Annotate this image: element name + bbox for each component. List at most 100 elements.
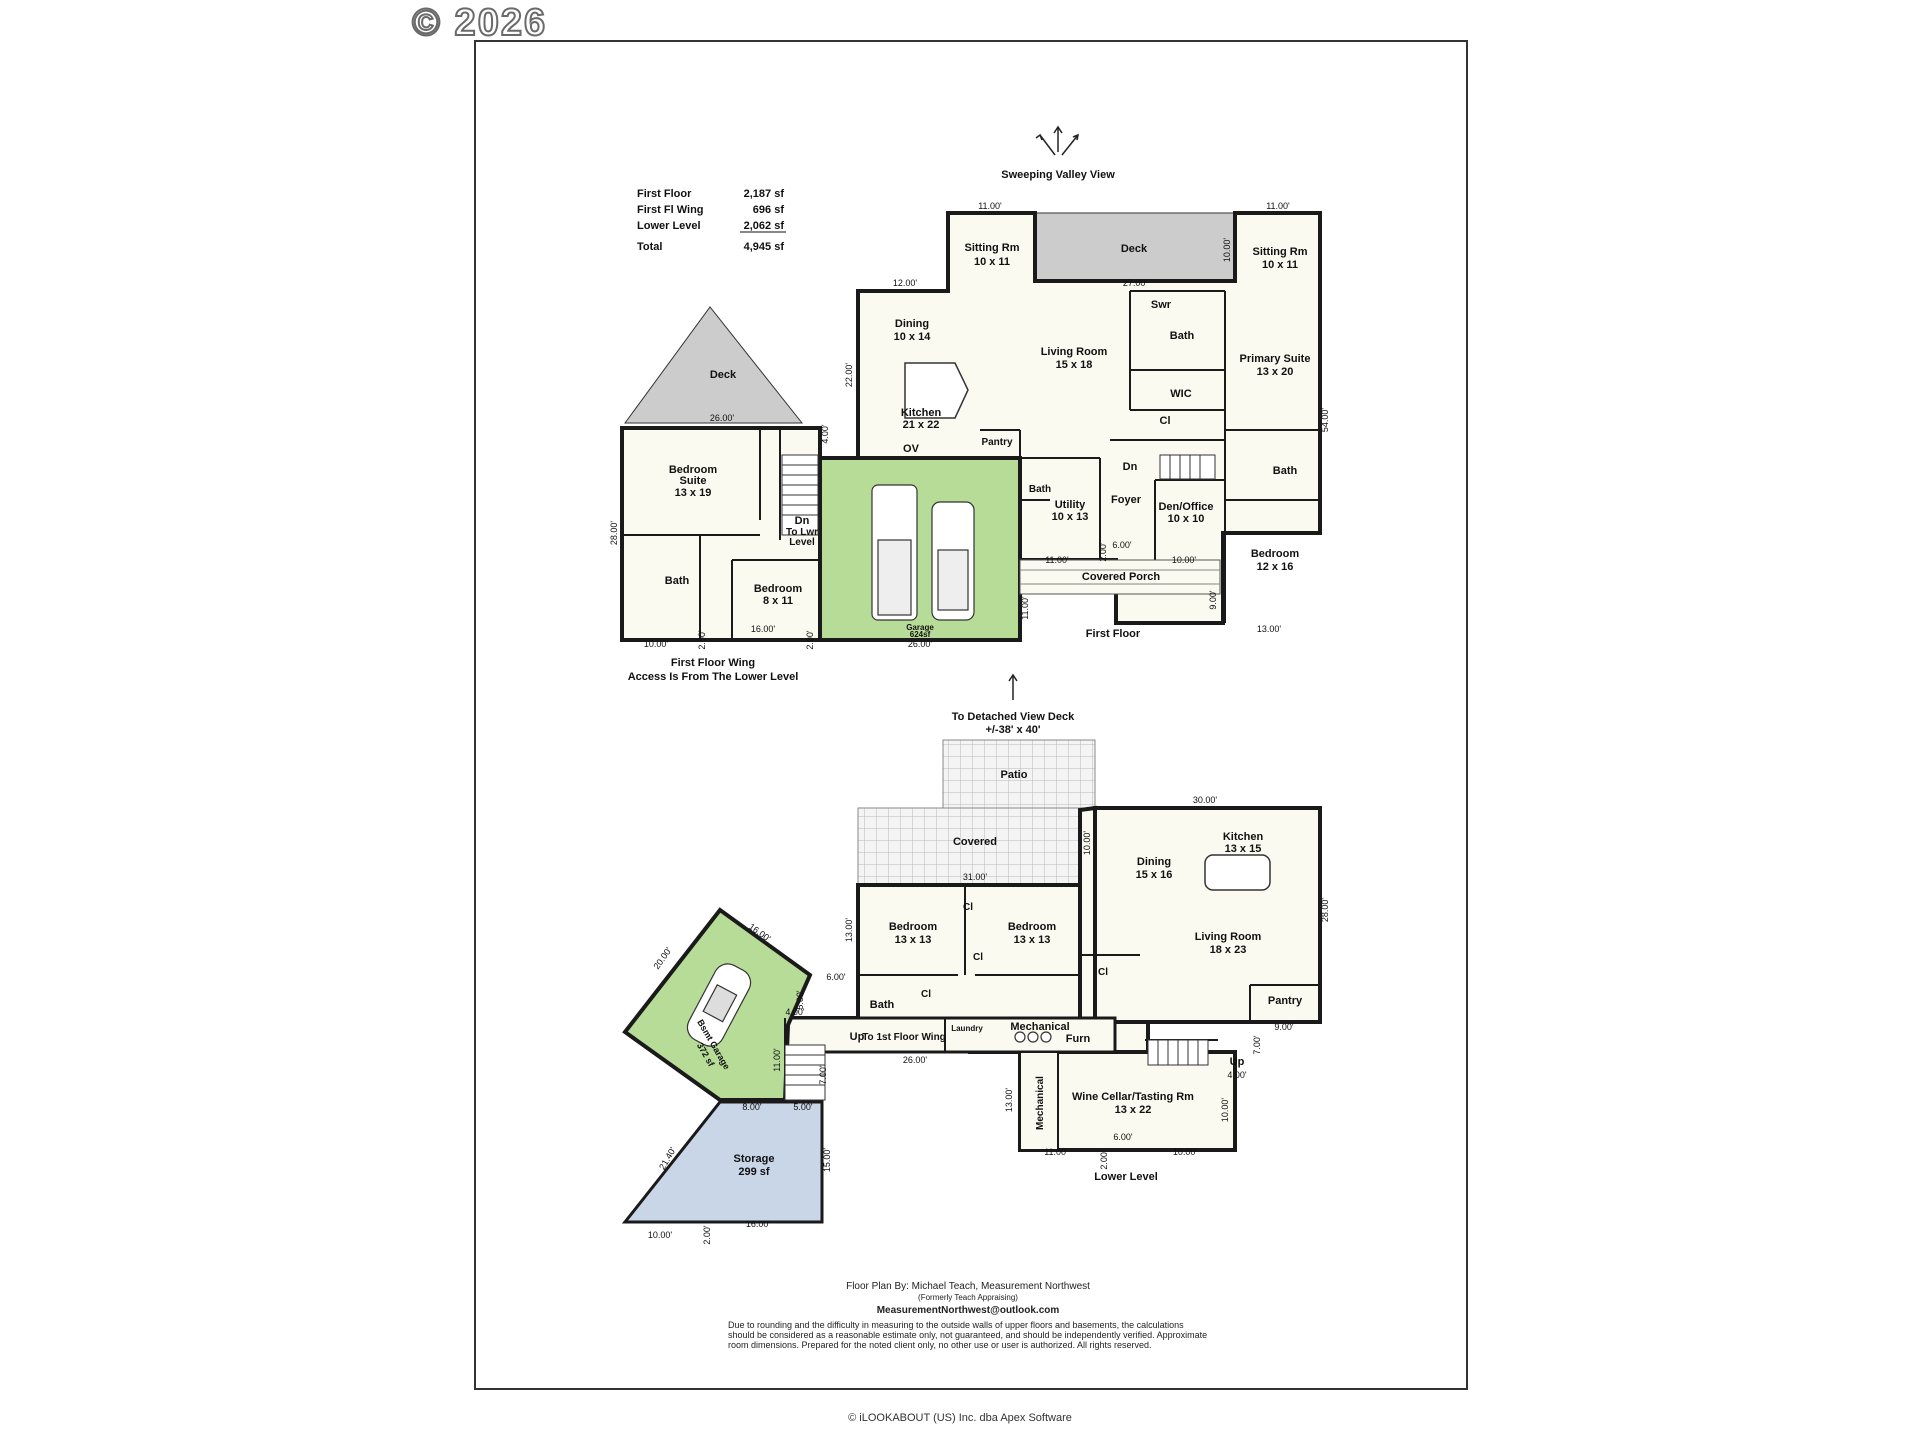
room-dimension: 13 x 13 <box>1014 934 1051 946</box>
dimension: 15.00' <box>822 1148 832 1173</box>
dimension: 26.00' <box>903 1055 928 1065</box>
room-label: Cl <box>1160 415 1171 427</box>
room-label: Wine Cellar/Tasting Rm <box>1072 1091 1194 1103</box>
stairs-label: To 1st Floor Wing <box>862 1032 946 1043</box>
dimension: 20.00' <box>651 945 673 971</box>
lower-living-area <box>1093 806 1322 1024</box>
room-label: OV <box>903 443 920 455</box>
dimension: 2.00' <box>1099 1150 1109 1170</box>
room-label: Swr <box>1151 299 1172 311</box>
room-label: Foyer <box>1111 494 1142 506</box>
dimension: 11.00' <box>1266 201 1290 211</box>
lower-level-plan: Patio Covered Dining 15 x 16 Kitchen 13 … <box>621 739 1330 1245</box>
dimension: 16.00' <box>746 1219 771 1229</box>
stairs-label: Dn <box>795 515 810 527</box>
credits-email: MeasurementNorthwest@outlook.com <box>876 1305 1060 1316</box>
patio <box>942 739 1096 809</box>
deck-wing <box>624 306 804 424</box>
room-label: Garage <box>906 623 934 632</box>
room-label: Kitchen <box>1223 831 1264 843</box>
dimension: 6.00' <box>1112 540 1132 550</box>
dimension: 54.00' <box>1320 408 1330 433</box>
room-label: Living Room <box>1195 931 1262 943</box>
room-dimension: 13 x 19 <box>675 487 712 499</box>
room-label: Cl <box>963 902 973 913</box>
room-label: Storage <box>734 1153 775 1165</box>
room-label: Pantry <box>1268 995 1303 1007</box>
dimension: 10.00' <box>648 1230 673 1240</box>
dimension: 4.00' <box>1227 1070 1247 1080</box>
room-area: 299 sf <box>738 1166 770 1178</box>
room-label: Covered <box>953 836 997 848</box>
dimension: 5.00' <box>793 1102 813 1112</box>
dimension: 8.00' <box>742 1102 762 1112</box>
dimension: 16.00' <box>751 624 776 634</box>
wing-caption: First Floor Wing <box>671 657 755 669</box>
dimension: 4.00' <box>820 424 830 444</box>
room-label: Living Room <box>1041 346 1108 358</box>
room-dimension: 15 x 16 <box>1136 869 1173 881</box>
room-dimension: 18 x 23 <box>1210 944 1247 956</box>
deck-note: To Detached View Deck <box>952 711 1075 723</box>
area-label: First Floor <box>637 188 692 200</box>
dimension: 10.00' <box>1082 831 1092 856</box>
dimension: 31.00' <box>963 872 988 882</box>
room-label: Laundry <box>951 1024 983 1033</box>
room-dimension: 21 x 22 <box>903 419 940 431</box>
stairs-label: To Lwr <box>786 527 818 538</box>
room-label: Dining <box>895 318 929 330</box>
garage <box>818 456 1022 642</box>
room-dimension: 13 x 22 <box>1115 1104 1152 1116</box>
room-label: Bath <box>870 999 895 1011</box>
credits-former: (Formerly Teach Appraising) <box>918 1293 1018 1302</box>
room-label: Suite <box>680 475 707 487</box>
room-dimension: 15 x 18 <box>1056 359 1093 371</box>
room-label: Deck <box>710 369 737 381</box>
view-arrows-icon <box>1035 125 1080 156</box>
arrow-up-icon <box>1008 673 1018 700</box>
room-label: Deck <box>1121 243 1148 255</box>
hall <box>783 1016 1117 1054</box>
dimension: 28.00' <box>609 521 619 546</box>
room-label: Cl <box>973 952 983 963</box>
dimension: 9.00' <box>1208 590 1218 610</box>
dimension: 13.00' <box>1004 1088 1014 1113</box>
area-label: First Fl Wing <box>637 204 704 216</box>
dimension: 7.00' <box>818 1065 828 1085</box>
dimension: 13.00' <box>1257 624 1282 634</box>
room-label: Bath <box>1273 465 1298 477</box>
room-dimension: 10 x 11 <box>1262 259 1298 271</box>
room-label: Mechanical <box>1010 1021 1069 1033</box>
room-label: Bedroom <box>1251 548 1300 560</box>
storage <box>621 1100 824 1224</box>
room-label: Bedroom <box>1008 921 1057 933</box>
dimension: 11.00' <box>1020 596 1030 620</box>
deck-top <box>1034 212 1236 282</box>
room-label: WIC <box>1170 388 1191 400</box>
area-value: 2,062 sf <box>744 220 785 232</box>
room-label: Utility <box>1055 499 1086 511</box>
dimension: 6.00' <box>1113 1132 1133 1142</box>
dimension: 28.00' <box>1320 898 1330 923</box>
room-label: Kitchen <box>901 407 942 419</box>
room-label: Furn <box>1066 1033 1091 1045</box>
footer-copyright: © iLOOKABOUT (US) Inc. dba Apex Software <box>848 1412 1072 1424</box>
credits-author: Floor Plan By: Michael Teach, Measuremen… <box>846 1281 1090 1292</box>
dimension: 10.00' <box>1172 555 1197 565</box>
wing-caption: Access Is From The Lower Level <box>628 671 799 683</box>
dimension: 26.00' <box>710 413 735 423</box>
room-label: Bath <box>1029 484 1051 495</box>
covered-porch <box>1019 559 1221 595</box>
deck-note: +/-38' x 40' <box>985 724 1040 736</box>
room-label: Cl <box>921 989 931 1000</box>
stairs-label: Dn <box>1123 461 1138 473</box>
copyright-watermark: © 2026 <box>411 1 548 45</box>
room-label: Dining <box>1137 856 1171 868</box>
kitchen-island <box>904 362 969 419</box>
room-dimension: 10 x 10 <box>1168 513 1205 525</box>
dimension: 30.00' <box>1193 795 1218 805</box>
dimension: 10.00' <box>1220 1098 1230 1123</box>
dimension: 13.00' <box>844 918 854 943</box>
floor-caption: First Floor <box>1086 628 1141 640</box>
